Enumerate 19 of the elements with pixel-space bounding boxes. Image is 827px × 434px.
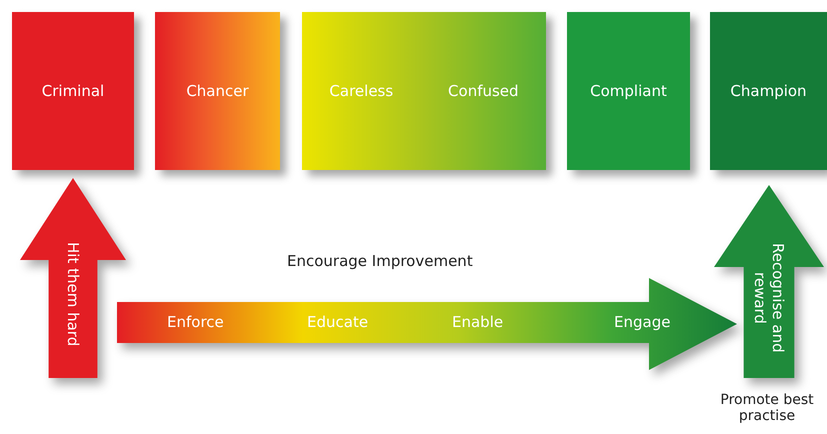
category-box — [302, 12, 546, 170]
caption-text: Promote best practise — [719, 392, 815, 424]
arrow-label: Recognise and reward — [750, 242, 788, 354]
category-label: Criminal — [42, 82, 104, 100]
category-label: Compliant — [590, 82, 667, 100]
category-label: Confused — [448, 82, 519, 100]
arrow-label: Hit them hard — [62, 240, 83, 348]
category-box — [567, 12, 690, 170]
arrow-label: Engage — [614, 313, 670, 331]
arrow-label: Enable — [452, 313, 504, 331]
arrow-heading: Encourage Improvement — [287, 252, 473, 270]
category-box — [12, 12, 134, 170]
category-box — [710, 12, 827, 170]
arrow-label: Educate — [307, 313, 368, 331]
category-label: Careless — [329, 82, 394, 100]
category-box — [155, 12, 280, 170]
category-label: Chancer — [186, 82, 249, 100]
category-label: Champion — [730, 82, 807, 100]
arrow-label: Enforce — [167, 313, 224, 331]
